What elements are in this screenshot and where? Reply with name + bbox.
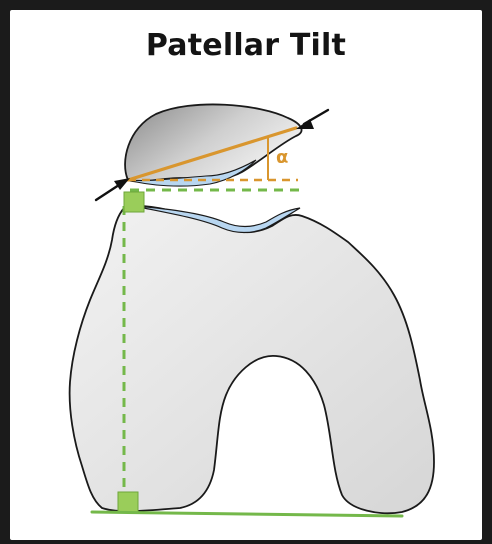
right-angle-marker-bottom bbox=[118, 492, 138, 512]
diagram-panel: Patellar Tilt bbox=[10, 10, 482, 540]
right-angle-marker-top bbox=[124, 192, 144, 212]
patellar-tilt-diagram: α bbox=[10, 10, 482, 540]
angle-alpha-label: α bbox=[276, 147, 288, 168]
patella-shape bbox=[125, 104, 301, 181]
right-arrow-icon bbox=[296, 110, 328, 129]
posterior-condylar-line bbox=[92, 512, 402, 516]
